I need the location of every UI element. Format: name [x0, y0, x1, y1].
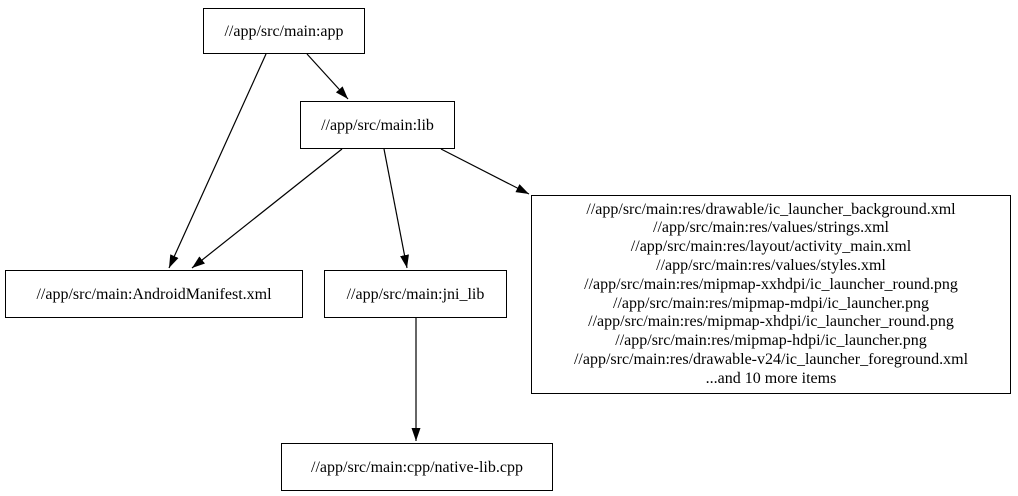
- node-lib-label: //app/src/main:lib: [321, 116, 434, 134]
- node-lib[interactable]: //app/src/main:lib: [300, 101, 455, 149]
- node-androidmanifest[interactable]: //app/src/main:AndroidManifest.xml: [5, 270, 303, 318]
- res-item: //app/src/main:res/drawable/ic_launcher_…: [586, 200, 956, 218]
- node-androidmanifest-label: //app/src/main:AndroidManifest.xml: [36, 285, 272, 303]
- edge-app-to-lib: [306, 53, 349, 100]
- res-item: //app/src/main:res/mipmap-mdpi/ic_launch…: [613, 294, 929, 312]
- res-item: //app/src/main:res/mipmap-xhdpi/ic_launc…: [588, 313, 954, 331]
- node-jni-lib-label: //app/src/main:jni_lib: [346, 285, 485, 303]
- edge-lib-to-jni-lib: [383, 148, 409, 269]
- res-item: //app/src/main:res/mipmap-hdpi/ic_launch…: [615, 332, 927, 350]
- res-more-items: ...and 10 more items: [705, 369, 837, 387]
- res-item: //app/src/main:res/drawable-v24/ic_launc…: [573, 350, 969, 368]
- edge-lib-to-androidmanifest: [191, 148, 343, 269]
- res-item: //app/src/main:res/values/strings.xml: [653, 219, 889, 237]
- node-native-cpp-label: //app/src/main:cpp/native-lib.cpp: [311, 458, 523, 476]
- node-jni-lib[interactable]: //app/src/main:jni_lib: [324, 270, 507, 318]
- res-item: //app/src/main:res/mipmap-xxhdpi/ic_laun…: [584, 275, 958, 293]
- res-item: //app/src/main:res/layout/activity_main.…: [630, 238, 912, 256]
- edge-app-to-androidmanifest: [168, 53, 267, 269]
- res-item: //app/src/main:res/values/styles.xml: [656, 256, 886, 274]
- node-res-group[interactable]: //app/src/main:res/drawable/ic_launcher_…: [531, 195, 1011, 394]
- node-app[interactable]: //app/src/main:app: [203, 8, 365, 54]
- node-native-cpp[interactable]: //app/src/main:cpp/native-lib.cpp: [281, 443, 553, 491]
- node-app-label: //app/src/main:app: [224, 22, 344, 40]
- edge-lib-to-res-group: [440, 148, 530, 195]
